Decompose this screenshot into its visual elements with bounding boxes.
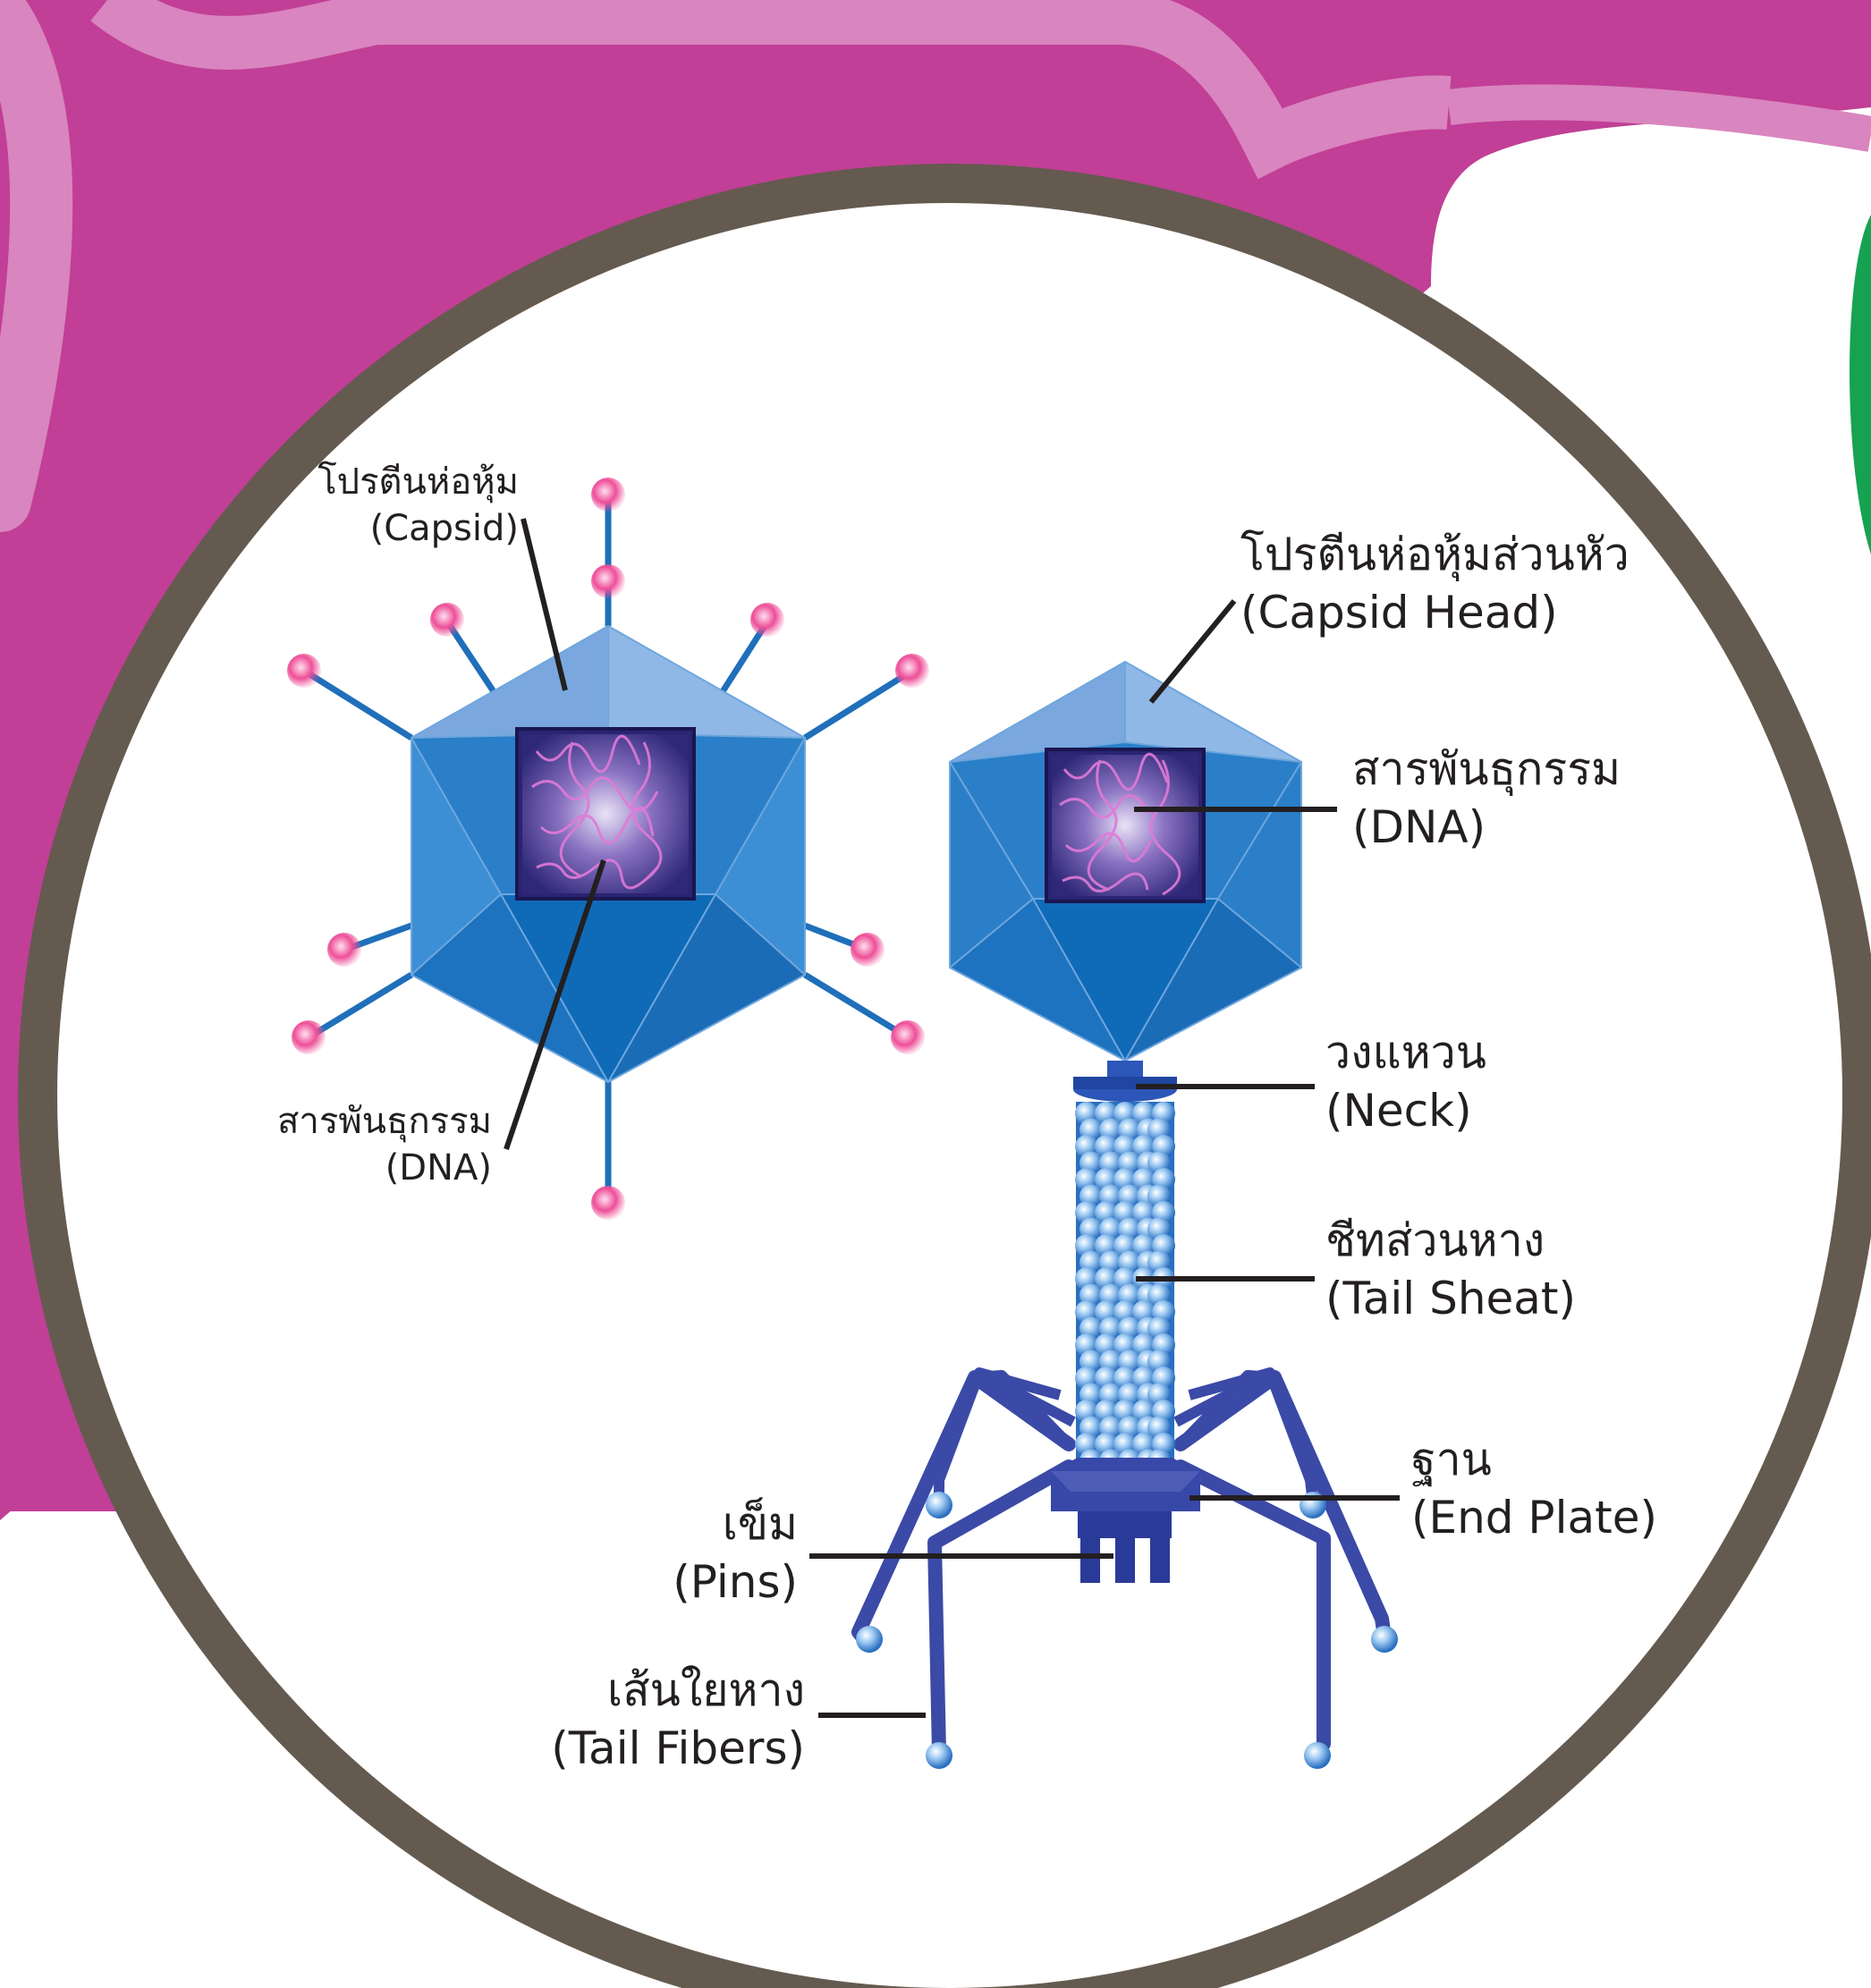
label-end-plate: ฐาน (End Plate) <box>1411 1431 1657 1547</box>
label-capsid: โปรตีนห่อหุ้ม (Capsid) <box>317 459 519 552</box>
label-dna-right: สารพันธุกรรม (DNA) <box>1352 740 1621 857</box>
label-tail-fibers-en: (Tail Fibers) <box>551 1720 805 1778</box>
label-tail-fibers-th: เส้นใยหาง <box>551 1662 805 1720</box>
label-tail-sheath-th: ชีทส่วนหาง <box>1325 1212 1576 1270</box>
label-capsid-head: โปรตีนห่อหุ้มส่วนหัว (Capsid Head) <box>1240 526 1630 642</box>
label-dna-right-en: (DNA) <box>1352 799 1621 857</box>
label-dna-right-th: สารพันธุกรรม <box>1352 740 1621 799</box>
label-capsid-en: (Capsid) <box>317 505 519 552</box>
label-tail-fibers: เส้นใยหาง (Tail Fibers) <box>551 1662 805 1778</box>
label-capsid-head-th: โปรตีนห่อหุ้มส่วนหัว <box>1240 526 1630 584</box>
label-capsid-head-en: (Capsid Head) <box>1240 584 1630 642</box>
label-pins: เข็ม (Pins) <box>673 1495 798 1612</box>
label-dna-left-th: สารพันธุกรรม <box>277 1098 492 1145</box>
label-end-plate-th: ฐาน <box>1411 1431 1657 1489</box>
label-dna-left: สารพันธุกรรม (DNA) <box>277 1098 492 1191</box>
label-tail-sheath-en: (Tail Sheat) <box>1325 1270 1576 1328</box>
label-neck: วงแหวน (Neck) <box>1325 1024 1486 1140</box>
label-capsid-th: โปรตีนห่อหุ้ม <box>317 459 519 505</box>
label-pins-th: เข็ม <box>673 1495 798 1553</box>
magnifier-circle <box>38 183 1862 1988</box>
label-neck-en: (Neck) <box>1325 1082 1486 1140</box>
label-tail-sheath: ชีทส่วนหาง (Tail Sheat) <box>1325 1212 1576 1328</box>
label-pins-en: (Pins) <box>673 1553 798 1612</box>
label-neck-th: วงแหวน <box>1325 1024 1486 1082</box>
label-end-plate-en: (End Plate) <box>1411 1489 1657 1547</box>
label-dna-left-en: (DNA) <box>277 1145 492 1191</box>
